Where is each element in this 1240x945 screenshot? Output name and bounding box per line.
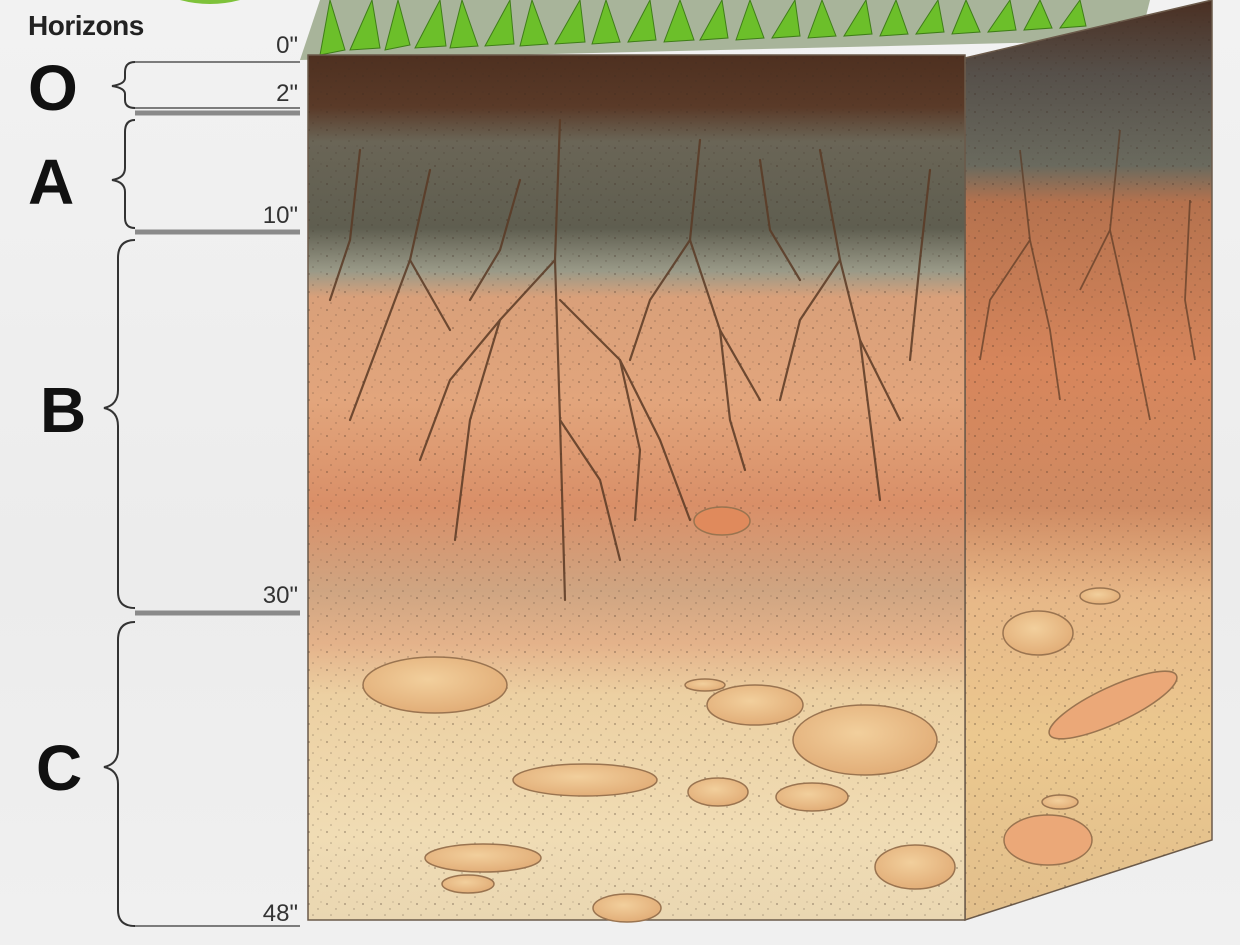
depth-mark-30: 30": [218, 582, 298, 610]
depth-mark-10: 10": [218, 202, 298, 230]
depth-mark-2: 2": [218, 80, 298, 108]
horizon-label-a: A: [28, 150, 74, 214]
horizon-label-b: B: [40, 378, 86, 442]
horizon-label-c: C: [36, 736, 82, 800]
depth-mark-48: 48": [218, 900, 298, 928]
depth-mark-0: 0": [218, 32, 298, 60]
horizon-label-o: O: [28, 56, 78, 120]
